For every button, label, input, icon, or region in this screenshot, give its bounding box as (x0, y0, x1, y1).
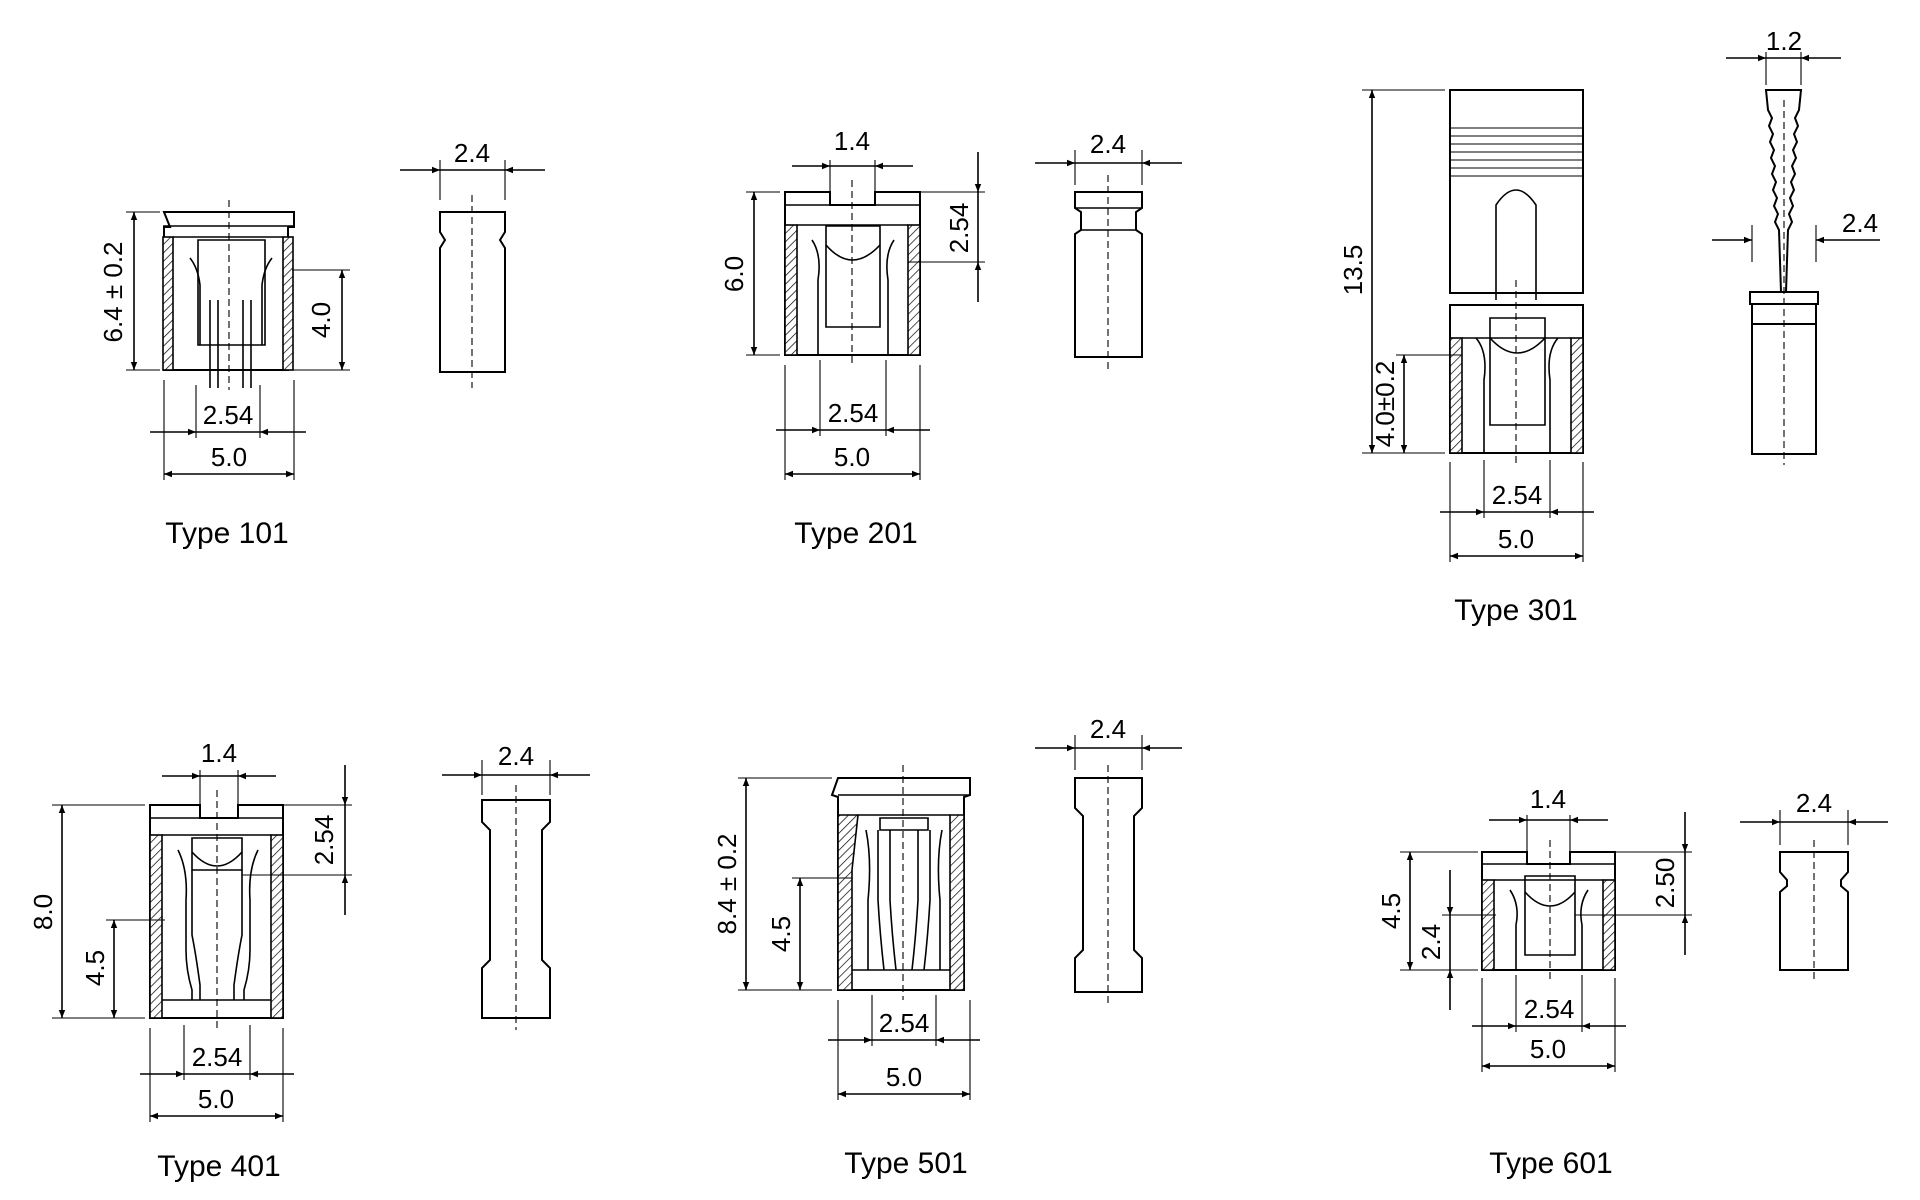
type-601-group: 1.4 4.5 2.4 2.50 2.54 5.0 (1376, 784, 1888, 1180)
type-201-side-width-dim: 2.4 (1090, 129, 1126, 159)
type-301-width-dim: 5.0 (1498, 524, 1534, 554)
type-601-front-view (1481, 840, 1616, 980)
type-501-front-view (830, 765, 971, 1000)
type-601-slot-depth-dim: 2.50 (1650, 858, 1680, 909)
type-201-pitch-dim: 2.54 (828, 398, 879, 428)
type-601-top-gap-dim: 1.4 (1530, 784, 1566, 814)
type-101-height-dim: 6.4 ± 0.2 (98, 241, 128, 342)
type-301-group: 13.5 4.0±0.2 2.54 5.0 1.2 (1338, 26, 1880, 627)
type-401-front-view (149, 790, 284, 1030)
type-301-tip-width-dim: 1.2 (1766, 26, 1802, 56)
type-301-title: Type 301 (1454, 594, 1577, 627)
type-601-side-view (1779, 840, 1849, 982)
type-401-contact-height-dim: 4.5 (80, 950, 110, 986)
type-201-width-dim: 5.0 (834, 442, 870, 472)
type-301-contact-height-dim: 4.0±0.2 (1370, 361, 1400, 448)
type-401-side-width-dim: 2.4 (498, 741, 534, 771)
type-201-group: 1.4 6.0 2.54 2.54 5.0 (719, 126, 1182, 550)
type-501-width-dim: 5.0 (886, 1062, 922, 1092)
type-201-front-view (784, 180, 921, 365)
type-101-width-dim: 5.0 (211, 442, 247, 472)
type-401-pitch-dim: 2.54 (192, 1042, 243, 1072)
type-401-side-view (481, 785, 551, 1030)
type-301-handle-width-dim: 2.4 (1842, 208, 1878, 238)
type-101-title: Type 101 (165, 517, 288, 550)
type-301-front-view (1449, 89, 1584, 465)
type-201-side-view (1074, 175, 1143, 370)
type-301-side-view (1749, 89, 1819, 465)
type-301-total-height-dim: 13.5 (1338, 245, 1368, 296)
type-501-side-width-dim: 2.4 (1090, 714, 1126, 744)
type-101-front-view (162, 200, 295, 390)
type-501-height-dim: 8.4 ± 0.2 (712, 833, 742, 934)
type-501-pitch-dim: 2.54 (879, 1008, 930, 1038)
type-101-side-width-dim: 2.4 (454, 138, 490, 168)
type-601-contact-height-dim: 2.4 (1416, 924, 1446, 960)
type-401-width-dim: 5.0 (198, 1084, 234, 1114)
type-501-title: Type 501 (844, 1147, 967, 1180)
type-401-slot-depth-dim: 2.54 (309, 815, 339, 866)
type-601-side-width-dim: 2.4 (1796, 788, 1832, 818)
type-201-slot-depth-dim: 2.54 (944, 203, 974, 254)
type-501-contact-height-dim: 4.5 (766, 916, 796, 952)
type-401-height-dim: 8.0 (28, 894, 58, 930)
type-101-group: 6.4 ± 0.2 4.0 2.54 5.0 2.4 Type 101 (98, 138, 545, 550)
type-601-pitch-dim: 2.54 (1524, 994, 1575, 1024)
type-201-height-dim: 6.0 (719, 256, 749, 292)
type-601-height-dim: 4.5 (1376, 893, 1406, 929)
type-101-side-view (439, 195, 506, 388)
type-601-width-dim: 5.0 (1530, 1034, 1566, 1064)
type-101-pitch-dim: 2.54 (203, 400, 254, 430)
type-401-group: 1.4 8.0 4.5 2.54 2.54 5.0 (28, 738, 590, 1183)
type-501-side-view (1074, 765, 1143, 1005)
type-101-contact-height-dim: 4.0 (306, 302, 336, 338)
type-601-title: Type 601 (1489, 1147, 1612, 1180)
type-201-title: Type 201 (794, 517, 917, 550)
type-501-group: 8.4 ± 0.2 4.5 2.54 5.0 2.4 Type 501 (712, 714, 1182, 1180)
type-201-top-gap-dim: 1.4 (834, 126, 870, 156)
type-401-title: Type 401 (157, 1150, 280, 1183)
type-401-top-gap-dim: 1.4 (201, 738, 237, 768)
type-301-pitch-dim: 2.54 (1492, 480, 1543, 510)
